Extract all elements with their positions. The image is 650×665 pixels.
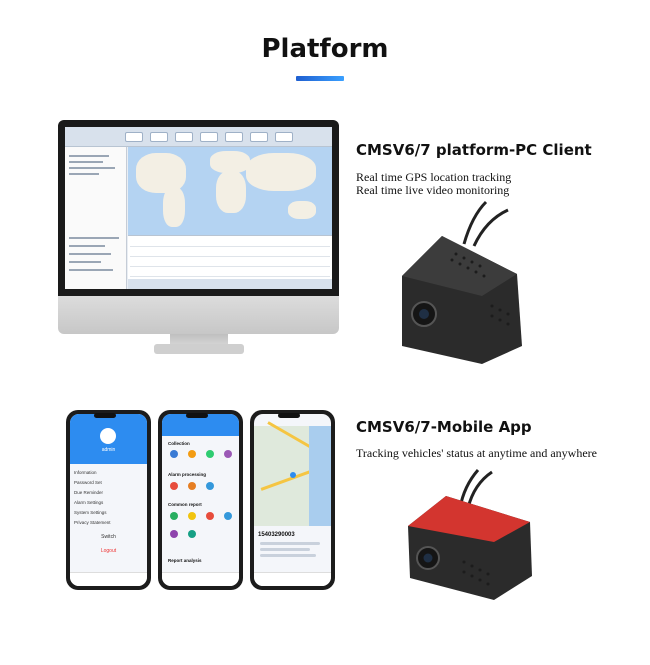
desktop-monitor-icon bbox=[58, 120, 339, 354]
menu-header bbox=[162, 414, 239, 436]
menu-icon[interactable] bbox=[188, 512, 196, 520]
continent-shape bbox=[246, 153, 316, 191]
tree-row bbox=[69, 173, 99, 175]
page-title: Platform bbox=[261, 34, 389, 64]
tree-row bbox=[69, 269, 113, 271]
mobile-feature-1: Tracking vehicles' status at anytime and… bbox=[356, 446, 597, 460]
logout-button[interactable]: Logout bbox=[100, 548, 117, 554]
menu-icon[interactable] bbox=[170, 530, 178, 538]
vehicle-marker-icon[interactable] bbox=[290, 472, 296, 478]
menu-icon[interactable] bbox=[206, 450, 214, 458]
pc-toolbar bbox=[65, 127, 332, 147]
menu-icon[interactable] bbox=[206, 482, 214, 490]
settings-item[interactable]: Alarm Settings bbox=[74, 500, 104, 505]
settings-item[interactable]: Due Reminder bbox=[74, 490, 104, 495]
section-label: Common report bbox=[168, 502, 202, 507]
menu-icon[interactable] bbox=[224, 450, 232, 458]
tree-row bbox=[69, 245, 105, 247]
phone-notch bbox=[278, 413, 300, 418]
toolbar-button bbox=[275, 132, 293, 142]
detail-line bbox=[260, 548, 310, 551]
tree-row bbox=[69, 253, 111, 255]
vehicle-map bbox=[254, 421, 331, 526]
toolbar-button bbox=[225, 132, 243, 142]
continent-shape bbox=[163, 187, 185, 227]
settings-item[interactable]: Privacy Statement bbox=[74, 520, 111, 525]
user-name: admin bbox=[101, 447, 116, 453]
monitor-bezel bbox=[58, 120, 339, 296]
world-map bbox=[128, 147, 332, 235]
vehicle-tree-panel bbox=[65, 147, 127, 289]
detail-line bbox=[260, 542, 320, 545]
menu-icon[interactable] bbox=[170, 450, 178, 458]
table-row bbox=[130, 256, 330, 257]
menu-icon[interactable] bbox=[224, 512, 232, 520]
switch-button[interactable]: Switch bbox=[101, 534, 116, 540]
section-label: Collection bbox=[168, 441, 190, 446]
menu-icon[interactable] bbox=[188, 530, 196, 538]
bottom-nav bbox=[70, 572, 147, 586]
bottom-nav bbox=[254, 572, 331, 586]
pc-feature-1: Real time GPS location tracking bbox=[356, 170, 512, 184]
tree-row bbox=[69, 237, 119, 239]
monitor-neck bbox=[170, 334, 228, 346]
water bbox=[309, 426, 331, 526]
menu-icon[interactable] bbox=[170, 512, 178, 520]
section-label: Alarm processing bbox=[168, 472, 207, 477]
settings-item[interactable]: System Settings bbox=[74, 510, 107, 515]
phone-map: 15403290003 bbox=[250, 410, 335, 590]
table-row bbox=[130, 266, 330, 267]
pc-client-heading: CMSV6/7 platform-PC Client bbox=[356, 141, 592, 159]
menu-icon[interactable] bbox=[188, 482, 196, 490]
title-underline bbox=[296, 76, 344, 81]
settings-item[interactable]: Password Set bbox=[74, 480, 102, 485]
dashcam-red-icon bbox=[408, 469, 532, 600]
vehicle-plate: 15403290003 bbox=[258, 532, 295, 538]
continent-shape bbox=[136, 153, 186, 193]
toolbar-button bbox=[175, 132, 193, 142]
monitor-stand bbox=[154, 344, 244, 354]
phone-notch bbox=[94, 413, 116, 418]
pc-feature-2: Real time live video monitoring bbox=[356, 183, 510, 197]
continent-shape bbox=[210, 151, 250, 173]
menu-icon[interactable] bbox=[188, 450, 196, 458]
continent-shape bbox=[288, 201, 316, 219]
menu-icon[interactable] bbox=[170, 482, 178, 490]
detail-line bbox=[260, 554, 316, 557]
settings-screen: admin Information Password Set Due Remin… bbox=[70, 414, 147, 586]
phone-settings: admin Information Password Set Due Remin… bbox=[66, 410, 151, 590]
toolbar-button bbox=[250, 132, 268, 142]
tree-row bbox=[69, 167, 115, 169]
tree-row bbox=[69, 161, 103, 163]
tree-row bbox=[69, 261, 101, 263]
tree-row bbox=[69, 155, 109, 157]
map-screen: 15403290003 bbox=[254, 414, 331, 586]
toolbar-button bbox=[125, 132, 143, 142]
avatar bbox=[100, 428, 116, 444]
phone-menu: Collection Alarm processing Common repor… bbox=[158, 410, 243, 590]
settings-menu: Information Password Set Due Reminder Al… bbox=[74, 468, 111, 528]
dashcam-black-icon bbox=[402, 200, 522, 364]
pc-client-screen bbox=[65, 127, 332, 289]
phone-notch bbox=[186, 413, 208, 418]
table-row bbox=[130, 276, 330, 277]
toolbar-button bbox=[150, 132, 168, 142]
settings-item[interactable]: Information bbox=[74, 470, 97, 475]
section-label: Report analysis bbox=[168, 558, 202, 563]
menu-screen: Collection Alarm processing Common repor… bbox=[162, 414, 239, 586]
monitor-chin bbox=[58, 296, 339, 334]
continent-shape bbox=[216, 171, 246, 213]
bottom-nav bbox=[162, 572, 239, 586]
status-bar bbox=[128, 279, 332, 289]
menu-icon[interactable] bbox=[206, 512, 214, 520]
table-row bbox=[130, 246, 330, 247]
toolbar-button bbox=[200, 132, 218, 142]
mobile-app-heading: CMSV6/7-Mobile App bbox=[356, 418, 532, 436]
